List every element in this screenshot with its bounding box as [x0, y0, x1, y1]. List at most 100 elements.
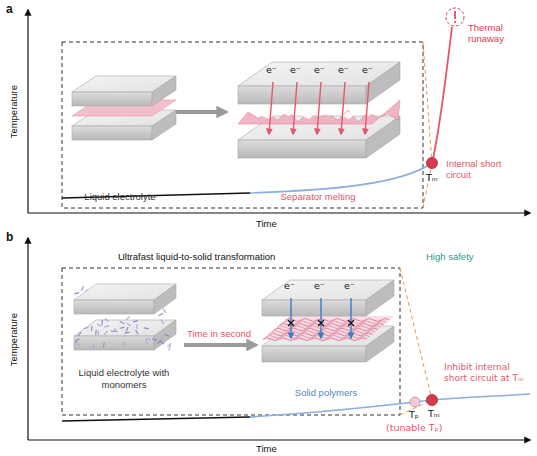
monomer [136, 324, 137, 329]
stack-caption: Solid polymers [292, 387, 360, 398]
monomer [146, 339, 148, 344]
monomer [74, 293, 79, 294]
monomer [76, 341, 79, 345]
monomer [165, 334, 170, 336]
slab-side [154, 284, 176, 314]
monomer [126, 316, 130, 319]
separator-hole [282, 108, 294, 116]
zoom-line [423, 42, 432, 163]
battery-illustrations [72, 62, 400, 362]
process-arrow [176, 110, 224, 114]
electron-arrow [365, 82, 369, 134]
monomer [169, 346, 171, 351]
electron-arrow [350, 298, 351, 338]
monomer [98, 330, 99, 335]
monomer-stack: Liquid electrolyte with monomers [66, 278, 182, 390]
temperature-mark: Tₘ [426, 172, 438, 183]
runaway-curve [432, 27, 452, 163]
separator-hole [262, 111, 274, 119]
monomer [95, 330, 97, 335]
polymer-stack: Solid polymers [256, 270, 396, 398]
warning-circle [446, 8, 464, 26]
monomer [160, 341, 164, 344]
electrolyte-stack: Liquid electrolyte [66, 62, 174, 202]
electron-symbol: e⁻ [290, 64, 301, 75]
slab-front [238, 140, 366, 158]
axis-title: Temperature [8, 313, 19, 366]
y-axis [27, 238, 28, 440]
slab-side [152, 110, 176, 140]
callout-text: Inhibit internal short circuit at Tₘ [444, 362, 534, 384]
electron-arrow [341, 82, 345, 134]
monomer [78, 332, 81, 336]
monomer [120, 327, 125, 329]
electron-symbol: e⁻ [314, 280, 325, 291]
monomer [84, 327, 89, 329]
temperature-mark: Tₚ [409, 409, 419, 420]
slab-front [74, 336, 154, 350]
temperature-mark: Tₘ [428, 408, 440, 419]
monomer [127, 323, 131, 326]
polymer-chain [263, 338, 367, 341]
inset-heading: Ultrafast liquid-to-solid transformation [118, 251, 275, 262]
monomer [93, 344, 94, 349]
separator-hole [302, 111, 314, 119]
zoom-line [423, 163, 432, 208]
electron-arrow [269, 82, 273, 134]
zoom-line [400, 268, 432, 400]
electron-arrow [320, 298, 321, 338]
monomer [126, 327, 128, 332]
slab-front [262, 346, 366, 362]
monomer [102, 320, 103, 325]
panel-letter: a [6, 2, 13, 16]
axis-title: Temperature [8, 85, 19, 138]
monomer [104, 331, 108, 334]
separator-hole [362, 108, 374, 116]
monomer [146, 338, 151, 340]
monomer [163, 308, 165, 312]
monomer [120, 322, 125, 324]
slab-side [366, 280, 394, 316]
x-axis [28, 439, 530, 440]
monomer [152, 339, 157, 341]
panel-letter: b [6, 230, 13, 244]
electron-arrow [293, 82, 297, 134]
slab-front [238, 86, 366, 104]
slab-side [154, 320, 176, 350]
callout-text: Internal short circuit [446, 158, 516, 181]
monomer [136, 330, 138, 334]
warning-mark [454, 11, 456, 19]
monomer [122, 341, 125, 345]
electron-symbol: e⁻ [344, 280, 355, 291]
process-arrow [184, 343, 254, 347]
separator-hole [322, 108, 334, 116]
callout-text: (tunable Tₚ) [386, 422, 442, 433]
monomer [133, 321, 138, 322]
monomer [91, 326, 92, 331]
x-axis [28, 212, 530, 213]
monomer [144, 327, 149, 329]
block-cross [318, 320, 324, 326]
melting-point-dot [427, 158, 438, 169]
monomer [82, 286, 84, 291]
electrode-slab [72, 76, 176, 106]
slab-side [152, 76, 176, 106]
stack-caption: Liquid electrolyte [81, 191, 158, 202]
monomer [105, 319, 109, 322]
monomer [111, 331, 116, 333]
slab-front [74, 300, 154, 314]
block-cross [288, 320, 294, 326]
separator-hole [342, 111, 354, 119]
electron-symbol: e⁻ [284, 280, 295, 291]
melting-point-dot [427, 395, 438, 406]
temperature-curve [250, 163, 432, 193]
stack-caption: Separator melting [278, 191, 359, 202]
slab-front [72, 126, 152, 140]
temperature-curve [62, 417, 250, 421]
inset-box [62, 268, 400, 415]
electron-symbol: e⁻ [314, 64, 325, 75]
warning-mark [454, 21, 456, 23]
temperature-curve [250, 394, 530, 417]
electron-arrow [290, 298, 291, 338]
